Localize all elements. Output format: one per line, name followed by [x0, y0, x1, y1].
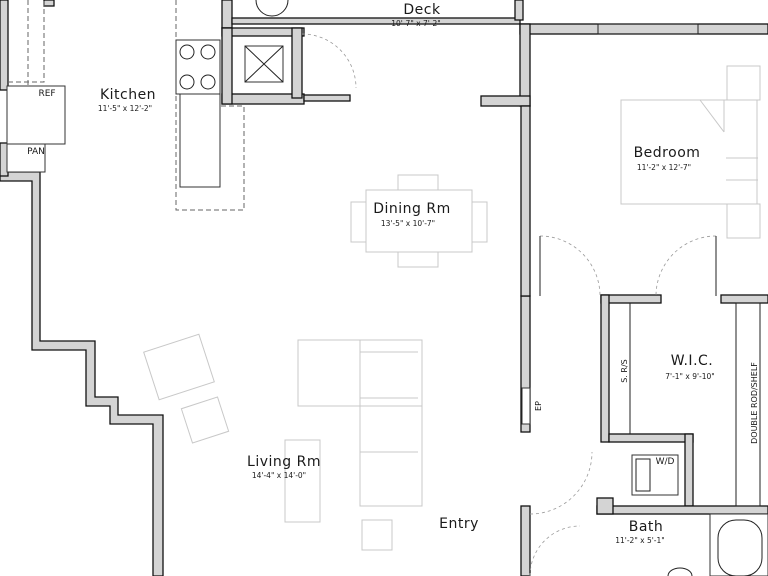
nightstand — [726, 65, 761, 101]
washer-dryer — [631, 454, 679, 496]
dining-chair — [397, 174, 439, 191]
fixture-label-wd: W/D — [656, 457, 675, 467]
sofa-cushions — [360, 351, 418, 453]
room-name-dining: Dining Rm — [373, 201, 451, 217]
kitchen-door-swing — [301, 33, 357, 89]
bath-door-swing — [529, 525, 581, 576]
fixture-label-ref: REF — [38, 89, 55, 99]
utility-chase-side — [221, 27, 233, 105]
laundry-top-wall — [608, 433, 694, 443]
coffee-table — [284, 439, 321, 523]
dining-chair — [350, 201, 367, 243]
fixture-label-ep: EP — [534, 401, 543, 411]
kitchen-top-wall — [43, 0, 55, 7]
room-name-bedroom: Bedroom — [634, 145, 701, 161]
sofa-chaise — [359, 339, 423, 507]
bath-door-jamb — [596, 497, 614, 515]
bedroom-window — [597, 23, 699, 35]
wic-top-wall-left — [600, 294, 662, 304]
labels: Deck 10'-7" x 7'-2" Kitchen 11'-5" x 12'… — [27, 2, 759, 545]
refrigerator — [6, 85, 66, 145]
bedroom-left-wall — [519, 23, 531, 107]
room-dims-wic: 7'-1" x 9'-10" — [665, 372, 715, 381]
bath-left-wall — [520, 505, 531, 576]
bed-pillows — [699, 99, 758, 181]
bedroom-door-swing-2 — [655, 235, 717, 297]
bathtub-inner — [717, 519, 763, 576]
utility-chase-right — [291, 27, 303, 99]
furniture — [143, 65, 768, 576]
deck-rail — [231, 17, 521, 25]
bath-top-wall — [596, 505, 768, 515]
bed — [620, 99, 758, 205]
deck-bottom-wall-right — [303, 94, 351, 102]
burner-icon — [179, 44, 195, 60]
deck-light-icon — [255, 0, 289, 17]
deck-left-wall — [221, 0, 233, 29]
pantry — [6, 143, 46, 173]
fixture-label-double-rod: DOUBLE ROD/SHELF — [750, 362, 759, 444]
bedroom-left-wall-mid — [520, 105, 531, 297]
toilet-icon — [667, 567, 693, 576]
kitchen-left-wall — [0, 0, 9, 91]
fixture-label-srs: S. R/S — [620, 359, 629, 383]
wic-left-wall — [600, 294, 610, 443]
room-name-living: Living Rm — [247, 454, 321, 470]
dining-chair — [397, 251, 439, 268]
range — [175, 39, 221, 95]
wic-shelf-right — [735, 302, 761, 507]
room-name-kitchen: Kitchen — [100, 87, 156, 103]
deck-rail-right — [514, 0, 524, 21]
dining-chair — [471, 201, 488, 243]
wic-top-wall-right — [720, 294, 768, 304]
fixture-label-pan: PAN — [27, 147, 45, 157]
room-name-deck: Deck — [403, 2, 441, 18]
armchair — [143, 333, 215, 401]
burner-icon — [200, 44, 216, 60]
kitchen-dashed-counter — [175, 0, 245, 211]
bedroom-door-swing — [539, 235, 601, 297]
kitchen-fixtures — [6, 0, 357, 211]
room-name-bath: Bath — [629, 519, 664, 535]
room-name-entry: Entry — [439, 516, 479, 532]
burner-icon — [200, 74, 216, 90]
room-dims-dining: 13'-5" x 10'-7" — [381, 219, 435, 228]
kitchen-dashed-upper — [8, 0, 45, 86]
washer-dryer-inner — [635, 458, 651, 492]
room-dims-kitchen: 11'-5" x 12'-2" — [98, 104, 152, 113]
end-table — [361, 519, 393, 551]
room-dims-deck: 10'-7" x 7'-2" — [391, 19, 441, 28]
room-name-wic: W.I.C. — [671, 353, 714, 369]
kitchen-island — [179, 93, 221, 188]
laundry-right-wall — [684, 433, 694, 507]
bedroom-top-wall — [519, 23, 768, 35]
room-dims-living: 14'-4" x 14'-0" — [252, 471, 306, 480]
room-dims-bedroom: 11'-2" x 12'-7" — [637, 163, 691, 172]
ottoman — [180, 396, 230, 444]
dresser — [726, 203, 761, 239]
entry-door-swing — [529, 451, 593, 515]
bedroom-wall-stub — [480, 95, 531, 107]
burner-icon — [179, 74, 195, 90]
room-dims-bath: 11'-2" x 5'-1" — [615, 536, 665, 545]
electrical-panel — [521, 387, 531, 425]
left-exterior-wall — [0, 171, 164, 576]
chimney-cross-icon — [244, 45, 284, 83]
